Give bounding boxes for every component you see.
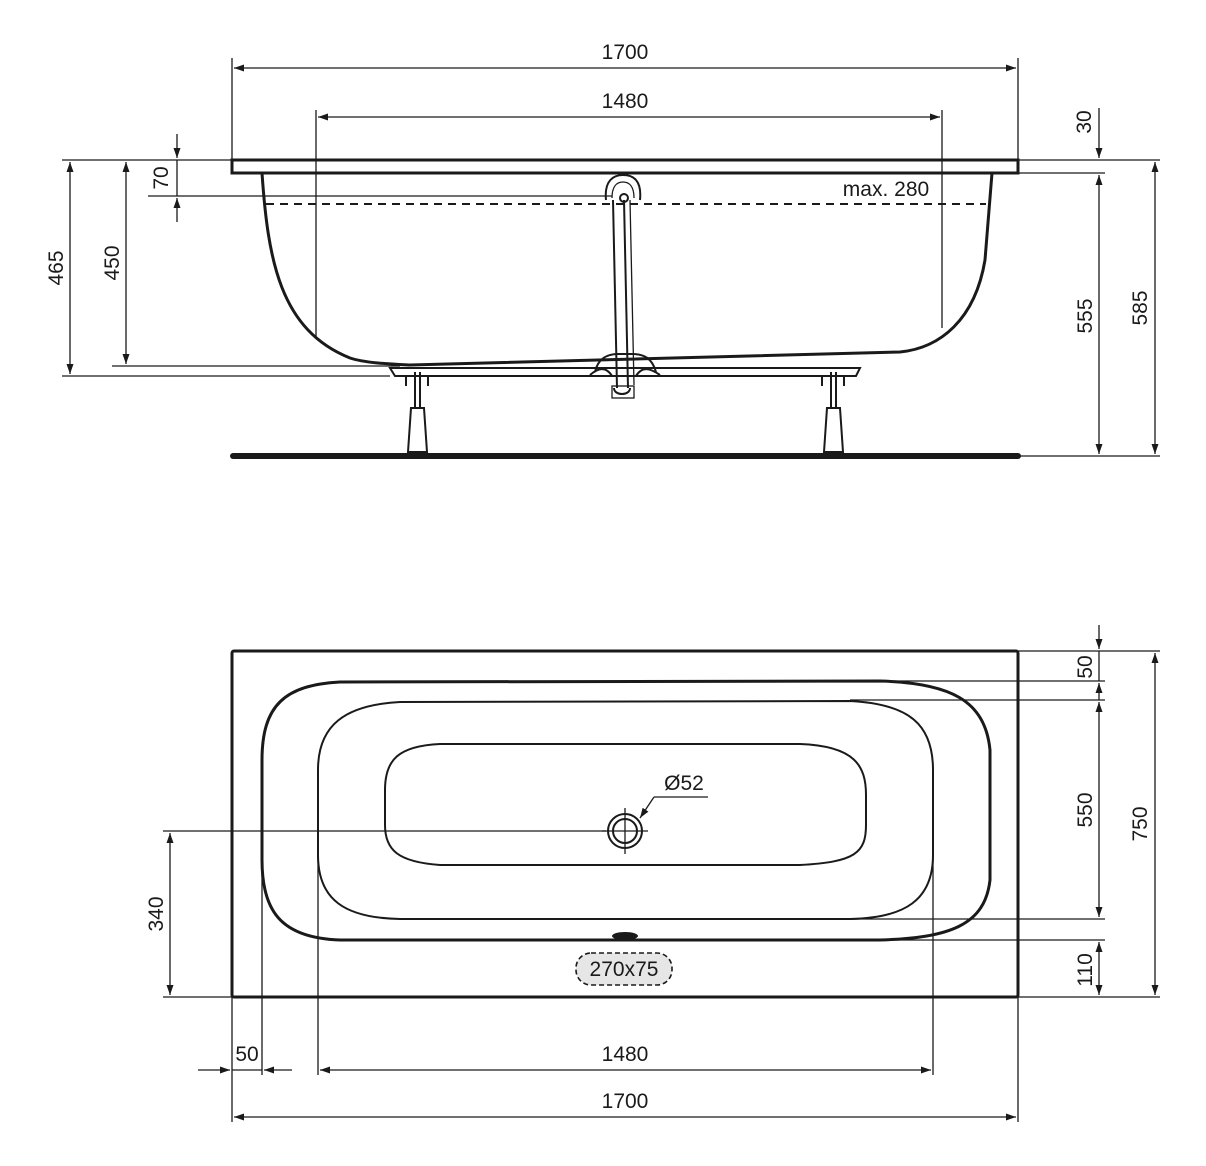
access-panel-label: 270x75 [575, 952, 673, 986]
dim-overall-length-plan: 1700 [234, 1090, 1016, 1121]
bowl-contour-inner [384, 743, 867, 866]
drain-icon [602, 808, 648, 854]
dim-label: 450 [101, 245, 124, 280]
dim-rim-left-50: 50 [198, 1043, 292, 1074]
dim-label: 50 [235, 1043, 258, 1066]
dim-height-465: 465 [45, 162, 74, 374]
dim-label: 110 [1074, 953, 1097, 986]
overflow-mark [612, 932, 638, 940]
dim-overall-width-750: 750 [1129, 653, 1159, 995]
dim-label: 1700 [602, 1090, 649, 1113]
support-leg-right [821, 372, 845, 453]
dim-drain-offset-340: 340 [145, 833, 174, 995]
dim-depth-450: 450 [101, 162, 130, 364]
dim-height-585: 585 [1129, 162, 1159, 454]
dim-label: 1480 [602, 90, 649, 113]
dim-inner-length-side: 1480 [315, 90, 943, 338]
base-frame [388, 367, 862, 377]
dim-label: 50 [1074, 655, 1097, 678]
dim-inner-length-plan: 1480 [320, 1043, 931, 1074]
dim-drain-diameter: Ø52 [639, 772, 708, 819]
side-view: 1700 1480 max. 280 [45, 41, 1160, 459]
dim-height-555: 555 [1074, 175, 1103, 454]
water-level-label: max. 280 [843, 178, 929, 201]
dim-rim-thickness: 30 [1073, 108, 1103, 158]
dim-label: 70 [150, 166, 173, 189]
plan-view: Ø52 270x75 50 550 110 [145, 625, 1160, 1122]
dim-label: 1700 [602, 41, 649, 64]
dim-label: 750 [1129, 806, 1152, 841]
dim-label: 30 [1073, 110, 1096, 133]
dim-overflow-height: 70 [150, 134, 181, 222]
support-leg-left [405, 372, 429, 453]
tub-rim [230, 158, 1020, 175]
waste-overflow-assembly [589, 173, 661, 399]
dim-rim-bottom-110: 110 [1074, 942, 1103, 995]
tub-outline-plan [230, 649, 1020, 999]
tub-body [260, 172, 994, 367]
dim-label: 340 [145, 896, 168, 931]
dim-label: 270x75 [590, 958, 659, 981]
dim-label: 555 [1074, 298, 1097, 333]
dim-inner-width-550: 550 [1074, 702, 1103, 917]
dim-label: 465 [45, 250, 68, 285]
dim-label: 550 [1074, 792, 1097, 827]
bowl-contour-outer [260, 679, 992, 942]
dim-overall-length-side: 1700 [231, 41, 1019, 160]
dim-label: 1480 [602, 1043, 649, 1066]
dim-rim-top-50: 50 [1074, 625, 1103, 700]
dim-label: Ø52 [664, 772, 704, 795]
dim-label: 585 [1129, 290, 1152, 325]
